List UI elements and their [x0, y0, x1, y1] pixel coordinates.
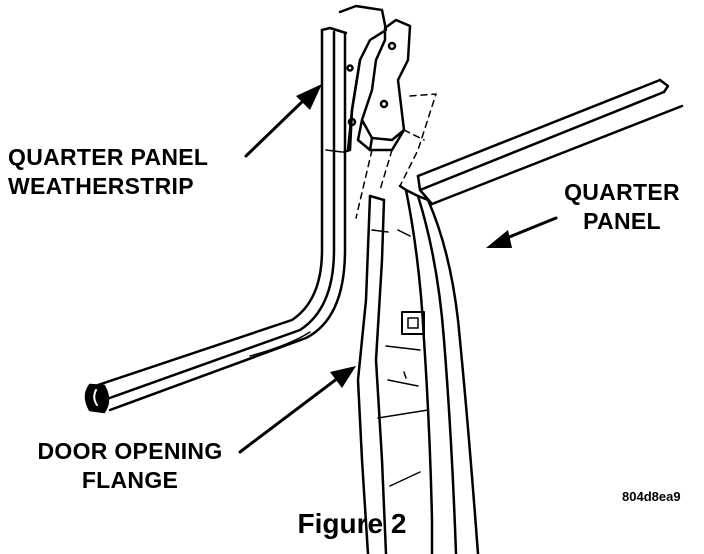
weatherstrip-seal: [84, 26, 348, 414]
quarter-panel-label-line-2: PANEL: [583, 208, 661, 234]
pointer-arrows: [238, 84, 558, 454]
door-flange-label-line-1: DOOR OPENING: [37, 438, 223, 464]
arrow-weatherstrip: [244, 96, 308, 158]
figure-code: 804d8ea9: [622, 489, 681, 504]
alignment-lines: [355, 93, 437, 219]
figure-caption: Figure 2: [297, 508, 407, 539]
arrow-door-flange: [238, 376, 340, 454]
arrow-quarter-panel: [500, 216, 558, 242]
door-opening-flange: [356, 184, 480, 554]
door-flange-label-line-2: FLANGE: [81, 467, 179, 493]
weatherstrip-label: QUARTER PANEL WEATHERSTRIP: [8, 143, 208, 201]
quarter-panel-label: QUARTER PANEL: [552, 178, 692, 236]
weatherstrip-label-line-1: QUARTER PANEL: [8, 144, 209, 170]
quarter-panel-rail: [416, 78, 684, 206]
upper-bracket: [338, 4, 412, 154]
door-opening-flange-label: DOOR OPENING FLANGE: [16, 437, 244, 495]
quarter-panel-label-line-1: QUARTER: [564, 179, 680, 205]
weatherstrip-label-line-2: WEATHERSTRIP: [8, 173, 194, 199]
